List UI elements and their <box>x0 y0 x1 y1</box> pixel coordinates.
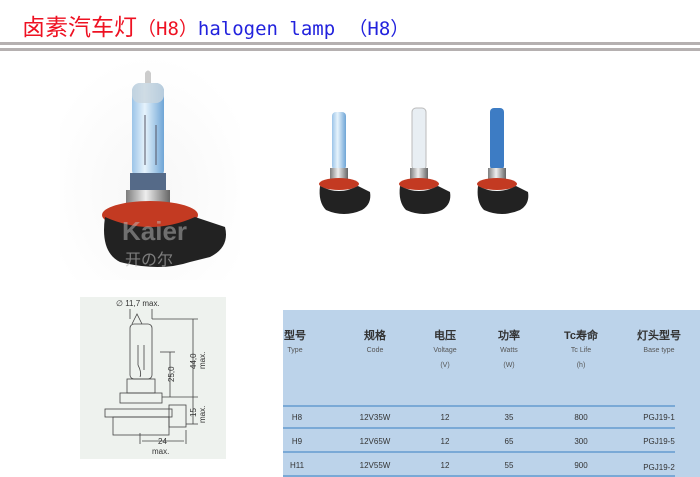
table-row: H9 12V65W 12 65 300 PGJ19-5 <box>283 431 675 453</box>
cell-base-type: PGJ19-2 <box>643 463 675 472</box>
header-type: 型号 Type <box>260 327 330 354</box>
title-cn: 卤素汽车灯 <box>22 15 137 41</box>
table-divider <box>283 405 675 407</box>
header-en: Base type <box>643 347 675 354</box>
dim-height-center: 25,0 <box>167 366 176 382</box>
dim-diameter: ∅ 11,7 max. <box>116 299 160 308</box>
title-h8-en: （H8） <box>348 18 410 40</box>
bulb-variants-photo <box>319 107 529 214</box>
dim-height-total-max: max. <box>198 352 207 369</box>
cell-base-type: PGJ19-5 <box>643 437 675 446</box>
dimension-diagram: ∅ 11,7 max. 44,0 max. 25,0 15 max. 24 ma… <box>80 297 226 459</box>
cell-life: 800 <box>574 413 588 422</box>
watermark-en: Kaier <box>122 216 187 246</box>
page-title: 卤素汽车灯（H8）halogen lamp （H8） <box>22 8 409 42</box>
cell-life: 300 <box>574 437 588 446</box>
header-cn: 电压 <box>434 330 456 342</box>
cell-voltage: 12 <box>440 413 450 422</box>
header-watts: 功率 Watts (W) <box>474 327 544 369</box>
dim-width-base-max: max. <box>152 447 169 456</box>
bulb-h9-small <box>399 107 451 214</box>
main-bulb-photo: Kaier 开の尔 <box>60 55 240 280</box>
spec-table: 型号 Type 规格 Code 电压 Voltage (V) 功率 Watts … <box>283 310 700 477</box>
header-base-type: 灯头型号 Base type <box>624 327 694 354</box>
cell-base-type: PGJ19-1 <box>643 413 675 422</box>
dim-width-base: 24 <box>158 437 167 446</box>
cell-life: 900 <box>574 461 588 470</box>
dim-height-base-max: max. <box>198 406 207 423</box>
header-en: Tc Life <box>570 347 592 354</box>
cell-voltage: 12 <box>440 461 450 470</box>
header-cn: 型号 <box>284 330 306 342</box>
cell-type: H11 <box>289 461 305 470</box>
header-life: Tc寿命 Tc Life (h) <box>546 327 616 369</box>
table-row: H8 12V35W 12 35 800 PGJ19-1 <box>283 407 675 429</box>
cell-code: 12V55W <box>359 461 391 470</box>
header-cn: 规格 <box>364 330 386 342</box>
divider-top <box>0 42 700 45</box>
cell-type: H8 <box>291 413 303 422</box>
header-code: 规格 Code <box>340 327 410 354</box>
header-en: Type <box>287 347 303 354</box>
table-row: H11 12V55W 12 55 900 PGJ19-2 <box>283 455 675 477</box>
header-en: Voltage <box>433 347 457 354</box>
cell-watts: 65 <box>504 437 514 446</box>
cell-code: 12V35W <box>359 413 391 422</box>
bulb-h11-small <box>477 108 529 214</box>
dim-height-total: 44,0 <box>189 353 198 369</box>
title-h8: （H8） <box>137 18 198 40</box>
header-cn: 功率 <box>498 330 520 342</box>
divider-bottom <box>0 48 700 51</box>
cell-type: H9 <box>291 437 303 446</box>
cell-watts: 55 <box>504 461 514 470</box>
header-cn: 灯头型号 <box>637 330 681 342</box>
header-en: Watts <box>500 347 518 354</box>
title-en: halogen lamp <box>197 18 336 40</box>
header-unit: (h) <box>576 362 586 369</box>
bulb-h8-small <box>319 112 371 214</box>
dim-height-base: 15 <box>189 408 198 417</box>
watermark-cn: 开の尔 <box>125 250 173 269</box>
header-unit: (V) <box>440 362 450 369</box>
cell-code: 12V65W <box>359 437 391 446</box>
header-cn: Tc寿命 <box>563 330 599 342</box>
cell-watts: 35 <box>504 413 514 422</box>
cell-voltage: 12 <box>440 437 450 446</box>
header-unit: (W) <box>503 362 515 369</box>
header-voltage: 电压 Voltage (V) <box>410 327 480 369</box>
header-en: Code <box>366 347 384 354</box>
